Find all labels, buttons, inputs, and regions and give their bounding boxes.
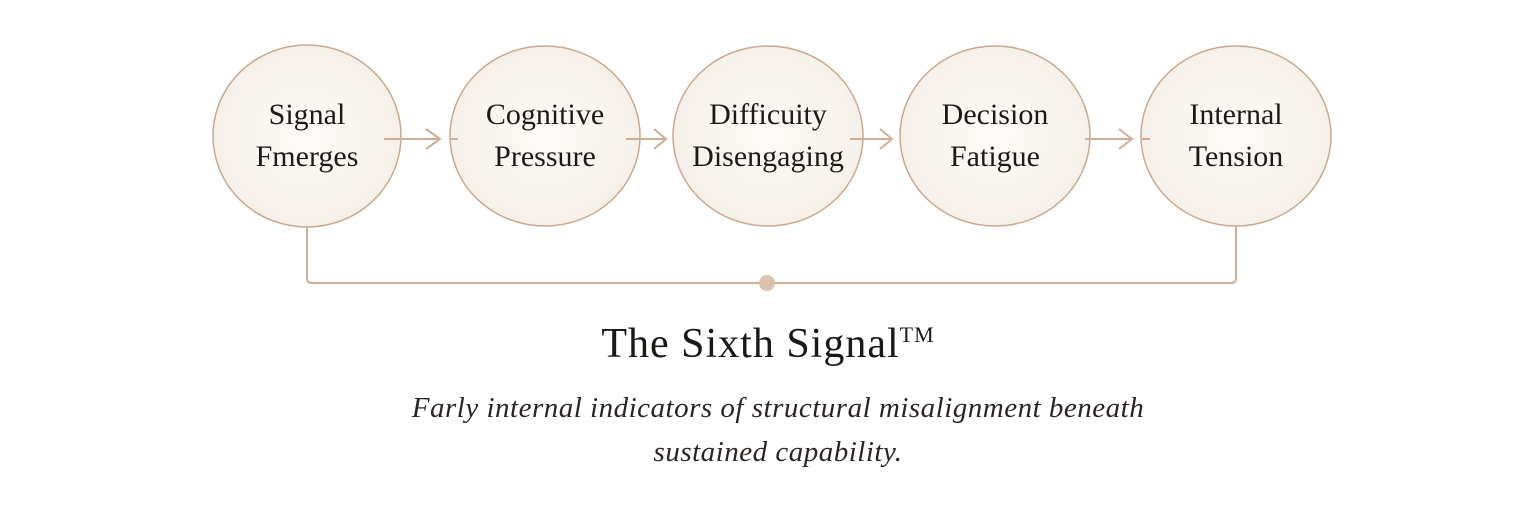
node-circle-3 — [672, 45, 864, 227]
node-label-line1: Decision — [941, 98, 1049, 131]
node-label-line1: Signal — [268, 98, 346, 131]
diagram-title: The Sixth SignalTM — [0, 320, 1536, 368]
node-label-line2: Disengaging — [692, 140, 844, 173]
node-circle-2 — [449, 45, 641, 227]
arrow-4-icon — [1085, 128, 1150, 150]
node-label-line1: Cognitive — [485, 98, 605, 131]
bracket-connector — [306, 227, 1237, 284]
node-circle-4 — [899, 45, 1091, 227]
bracket-dot — [759, 275, 775, 291]
arrow-2-icon — [626, 128, 668, 150]
arrow-3-icon — [850, 128, 894, 150]
node-label-line1: Difficuity — [709, 98, 827, 131]
node-circle-5 — [1140, 45, 1332, 227]
title-text: The Sixth Signal — [601, 321, 900, 367]
arrow-1-icon — [384, 128, 458, 150]
node-label-line2: Fmerges — [255, 140, 359, 173]
node-label-line1: Internal — [1189, 98, 1283, 131]
node-label-line2: Fatigue — [949, 140, 1040, 173]
node-label-line2: Tension — [1188, 140, 1284, 173]
node-label-line2: Pressure — [494, 140, 596, 173]
trademark: TM — [899, 322, 935, 347]
diagram-subtitle: Farly internal indicators of structural … — [411, 392, 1145, 468]
